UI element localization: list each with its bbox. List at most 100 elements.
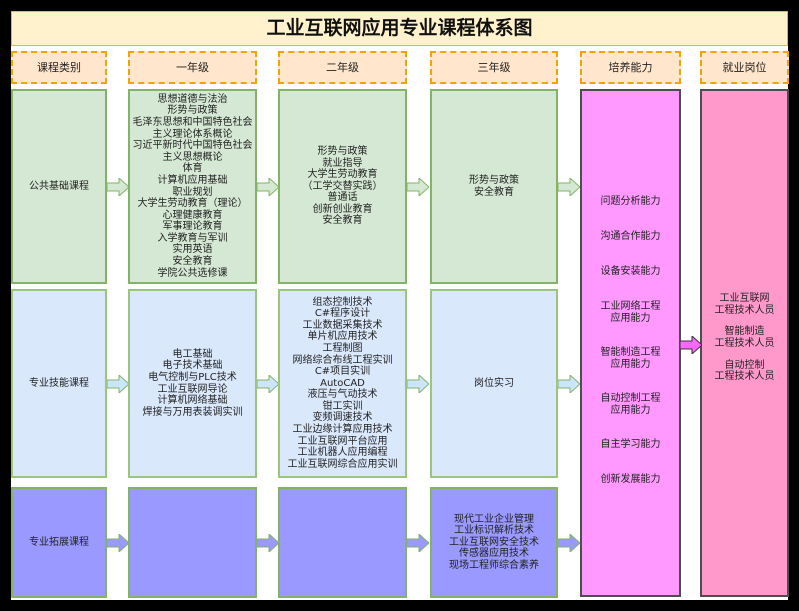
course-item: AutoCAD: [320, 377, 365, 389]
course-item: 就业指导: [322, 157, 363, 169]
job-line: 工程技术人员: [714, 371, 775, 383]
course-item: 安全教育: [172, 256, 213, 268]
course-item: 主义理论体系概论: [152, 128, 233, 140]
arrow-row3-4: [558, 533, 580, 552]
row2-year1-box: 电工基础电子技术基础电气控制与PLC技术工业互联网导论计算机网络基础焊接与万用表…: [128, 289, 257, 478]
row1-year3-box: 形势与政策安全教育: [430, 89, 558, 284]
arrow-row3-2: [257, 533, 279, 552]
job-item: 工业互联网工程技术人员: [715, 293, 775, 316]
arrow-row1-4: [558, 177, 580, 196]
course-item: 焊接与万用表装调实训: [142, 406, 243, 418]
course-item: 工业互联网导论: [157, 383, 228, 395]
course-item: 思想道德与法治: [157, 93, 228, 105]
ability-item: 创新发展能力: [601, 474, 661, 509]
header-year2: 二年级: [278, 51, 407, 84]
header-abilities: 培养能力: [580, 51, 681, 84]
category-label: 专业技能课程: [29, 377, 89, 389]
ability-line: 智能制造工程: [600, 347, 661, 358]
jobs-box: 工业互联网工程技术人员智能制造工程技术人员自动控制工程技术人员: [700, 89, 789, 597]
course-item: 安全教育: [322, 215, 363, 227]
course-item: 习近平新时代中国特色社会: [132, 140, 253, 152]
course-item: 液压与气动技术: [307, 389, 378, 401]
row1-category-box: 公共基础课程: [11, 89, 107, 284]
course-item: 单片机应用技术: [307, 331, 378, 343]
ability-item: 自动控制工程应用能力: [601, 393, 661, 439]
course-item: 电工基础: [172, 348, 213, 360]
course-item: 工业机器人应用编程: [297, 447, 388, 459]
ability-item: 沟通合作能力: [601, 231, 661, 266]
ability-line: 应用能力: [610, 312, 651, 324]
course-item: 大学生劳动教育（理论）: [137, 198, 248, 210]
course-item: 工业数据采集技术: [302, 319, 383, 331]
course-item: 传感器应用技术: [459, 548, 529, 560]
header-year3: 三年级: [430, 51, 558, 84]
job-line: 工程技术人员: [714, 304, 775, 316]
arrow-row3-3: [407, 533, 429, 552]
job-line: 工程技术人员: [714, 338, 775, 349]
ability-line: 沟通合作能力: [600, 231, 661, 242]
row3-category-box: 专业拓展课程: [11, 487, 107, 598]
course-item: 职业规划: [172, 186, 213, 198]
ability-line: 创新发展能力: [600, 474, 661, 485]
course-item: 工业互联网综合应用实训: [287, 458, 398, 470]
course-item: 实用英语: [172, 244, 213, 256]
course-item: 计算机应用基础: [157, 174, 228, 186]
arrow-row2-1: [107, 374, 129, 393]
job-line: 自动控制: [724, 359, 765, 371]
course-item: 心理健康教育: [162, 209, 223, 221]
course-item: 工业边缘计算应用技术: [292, 424, 393, 436]
arrow-row1-1: [107, 177, 129, 196]
arrow-row2-4: [558, 374, 580, 393]
course-item: 形势与政策: [469, 174, 519, 186]
course-item: 创新创业教育: [312, 203, 373, 215]
ability-item: 工业网络工程应用能力: [601, 301, 661, 347]
row2-category-box: 专业技能课程: [11, 289, 107, 478]
arrow-row2-3: [407, 374, 429, 393]
ability-item: 设备安装能力: [601, 266, 661, 301]
course-item: 普通话: [327, 192, 358, 204]
ability-line: 工业网络工程: [600, 301, 661, 312]
course-item: 电气控制与PLC技术: [148, 371, 237, 383]
job-item: 自动控制工程技术人员: [715, 360, 775, 383]
ability-line: 问题分析能力: [600, 196, 661, 207]
ability-line: 自动控制工程: [600, 393, 661, 404]
row1-year1-box: 思想道德与法治形势与政策毛泽东思想和中国特色社会主义理论体系概论习近平新时代中国…: [128, 89, 257, 284]
course-item: 岗位实习: [474, 377, 514, 389]
course-item: 网络综合布线工程实训: [292, 354, 393, 366]
arrow-row2-2: [257, 374, 279, 393]
ability-line: 应用能力: [610, 404, 651, 416]
course-item: （工学交替实践）: [302, 180, 383, 192]
row3-year3-box: 现代工业企业管理工业标识解析技术工业互联网安全技术传感器应用技术现场工程师综合素…: [430, 487, 558, 598]
course-item: C#项目实训: [314, 366, 371, 378]
course-item: C#程序设计: [314, 308, 371, 320]
course-item: 体育: [182, 163, 203, 175]
abilities-box: 问题分析能力沟通合作能力设备安装能力工业网络工程应用能力智能制造工程应用能力自动…: [580, 89, 681, 597]
course-item: 形势与政策: [317, 145, 368, 157]
row3-year2-box: [278, 487, 407, 598]
course-item: 工程制图: [322, 342, 363, 354]
course-item: 安全教育: [474, 186, 514, 198]
arrow-row1-2: [257, 177, 279, 196]
course-item: 学院公共选修课: [157, 267, 228, 279]
course-item: 变频调速技术: [312, 412, 373, 424]
job-item: 智能制造工程技术人员: [715, 326, 775, 349]
job-line: 智能制造: [724, 326, 765, 338]
course-item: 大学生劳动教育: [307, 169, 378, 181]
course-item: 钳工实训: [322, 400, 363, 412]
course-item: 电子技术基础: [162, 360, 223, 372]
course-item: 毛泽东思想和中国特色社会: [132, 116, 253, 128]
ability-item: 智能制造工程应用能力: [601, 347, 661, 393]
course-item: 工业互联网安全技术: [449, 536, 539, 548]
arrow-abilities-to-jobs: [680, 336, 702, 354]
ability-item: 自主学习能力: [601, 439, 661, 474]
course-item: 组态控制技术: [312, 296, 373, 308]
category-label: 专业拓展课程: [29, 536, 89, 548]
arrow-row1-3: [407, 177, 429, 196]
ability-line: 设备安装能力: [600, 266, 661, 277]
job-line: 工业互联网: [719, 293, 770, 305]
course-item: 工业标识解析技术: [454, 525, 534, 537]
header-jobs: 就业岗位: [700, 51, 789, 84]
ability-item: 问题分析能力: [601, 196, 661, 231]
row1-year2-box: 形势与政策就业指导大学生劳动教育（工学交替实践）普通话创新创业教育安全教育: [278, 89, 407, 284]
